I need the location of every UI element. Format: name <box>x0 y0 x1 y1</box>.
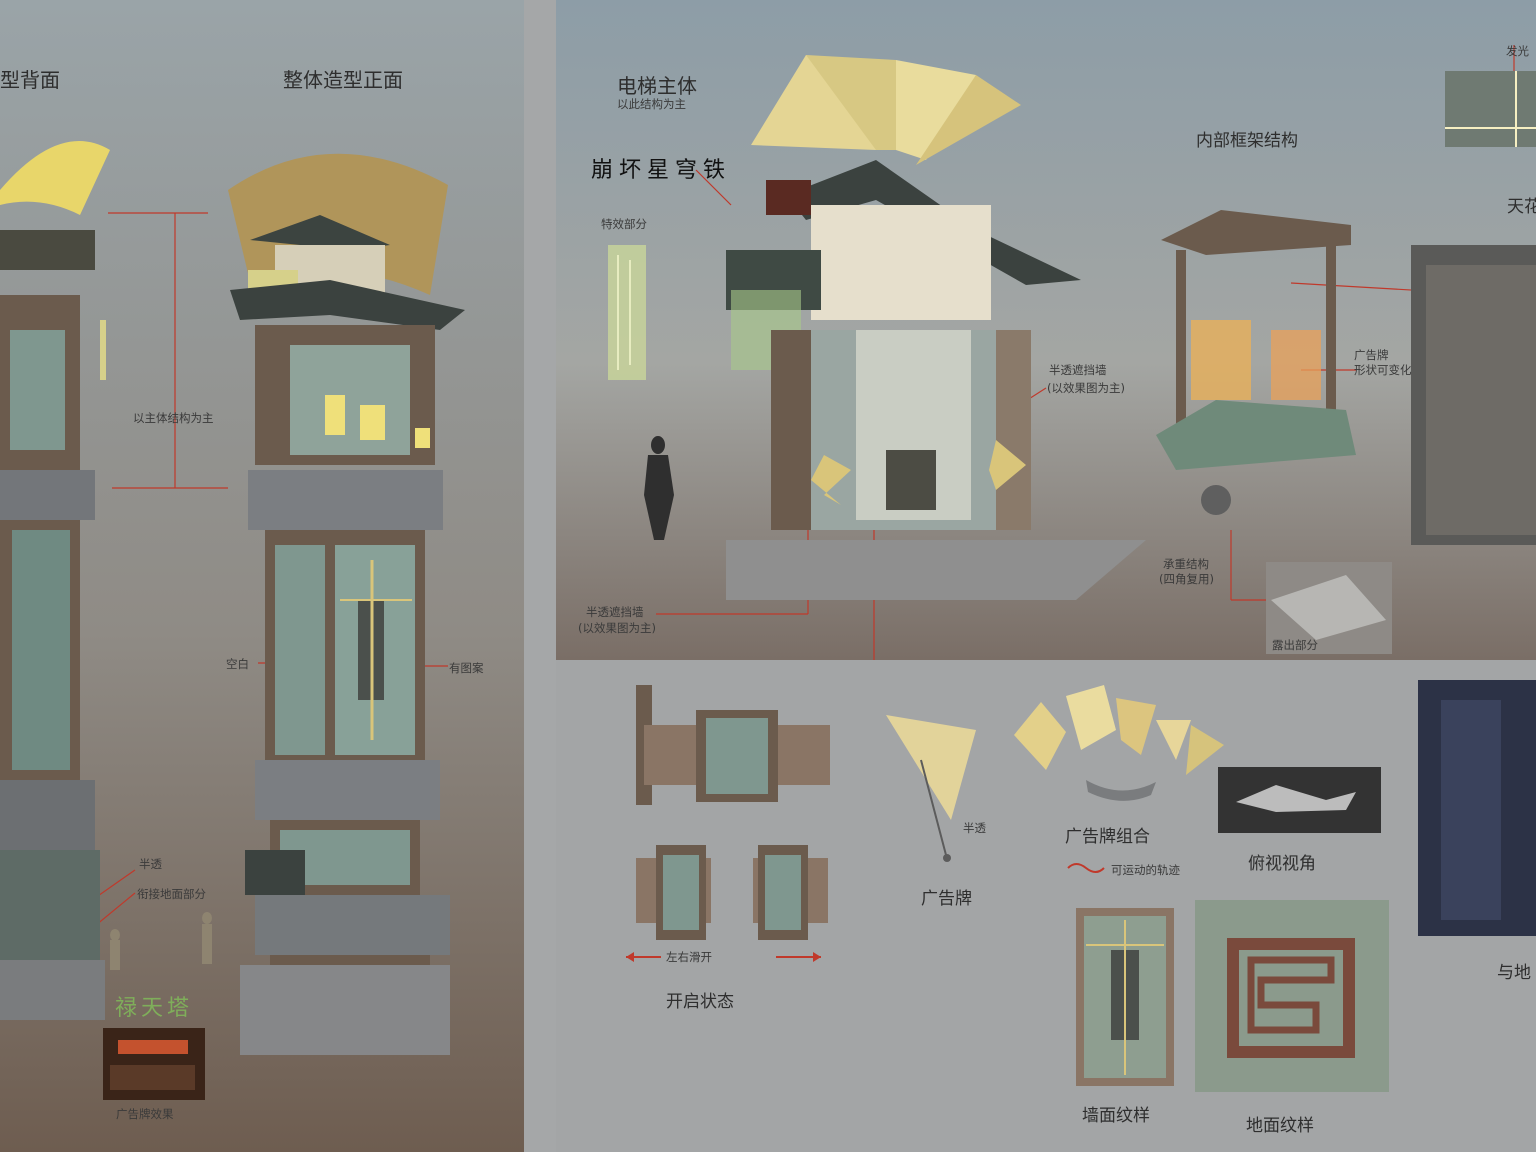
title-internal-frame: 内部框架结构 <box>1196 131 1298 151</box>
title-wall-pattern: 墙面纹样 <box>1082 1106 1150 1126</box>
note-semi-wall-1: 半透遮挡墙 <box>1049 363 1107 377</box>
door-assembly-drawing <box>636 685 830 805</box>
title-billboard: 广告牌 <box>921 889 972 909</box>
title-open-state: 开启状态 <box>666 992 734 1012</box>
tower-front-drawing <box>228 153 465 1055</box>
right-top-illustration <box>608 45 1536 660</box>
title-front-view: 整体造型正面 <box>283 68 403 92</box>
character-silhouette <box>644 436 674 540</box>
bottom-illustration <box>626 680 1536 1092</box>
elevator-main-drawing <box>726 55 1146 600</box>
wall-pattern-swatch <box>1076 908 1174 1086</box>
ceiling-drawing <box>1411 245 1536 545</box>
note-billboard: 广告牌 <box>1354 348 1389 362</box>
subtitle-elevator: 以此结构为主 <box>617 97 686 111</box>
bottom-panel: 开启状态 左右滑开 半透 广告牌 广告牌组合 可运动的轨迹 俯视视角 墙面纹样 … <box>556 660 1536 1152</box>
calligraphy-text: 崩坏星穹铁 <box>591 158 732 183</box>
title-with-ground: 与地 <box>1497 963 1531 983</box>
sign-text: 禄天塔 <box>115 996 194 1021</box>
title-billboard-combo: 广告牌组合 <box>1065 827 1150 847</box>
figure-silhouettes <box>110 912 212 970</box>
with-ground-thumbnail <box>1418 680 1536 936</box>
caption-billboard-effect: 广告牌效果 <box>116 1107 174 1121</box>
billboard-single-drawing <box>886 715 976 862</box>
note-bearing-sub: (四角复用) <box>1159 572 1214 586</box>
note-effects: 特效部分 <box>601 217 647 231</box>
left-illustration <box>0 141 465 1100</box>
note-semi-transparent: 半透 <box>139 857 162 871</box>
note-slide: 左右滑开 <box>666 950 712 964</box>
glow-thumbnail <box>1445 71 1536 147</box>
note-exposed: 露出部分 <box>1272 638 1318 652</box>
tower-back-drawing <box>0 141 110 1020</box>
panel-divider <box>524 0 556 1152</box>
note-semi-wall-1-sub: (以效果图为主) <box>1047 381 1125 395</box>
left-panel: 型背面 整体造型正面 以主体结构为主 空白 有图案 半透 衔接地面部分 禄天塔 … <box>0 0 524 1152</box>
internal-frame-drawing <box>1156 210 1356 515</box>
note-semi-billboard: 半透 <box>963 821 986 835</box>
exposed-part-thumbnail <box>1266 562 1392 654</box>
note-semi-wall-2: 半透遮挡墙 <box>586 605 644 619</box>
note-main-structure: 以主体结构为主 <box>133 411 214 425</box>
title-top-view: 俯视视角 <box>1248 854 1316 874</box>
note-pattern: 有图案 <box>449 661 484 675</box>
title-elevator-main: 电梯主体 <box>617 74 697 98</box>
billboard-combo-drawing <box>1014 685 1224 873</box>
effects-strip <box>608 245 646 380</box>
top-view-thumbnail <box>1218 767 1381 833</box>
note-billboard-shape: 形状可变化 <box>1354 363 1412 377</box>
note-semi-wall-2-sub: (以效果图为主) <box>578 621 656 635</box>
note-motion-track: 可运动的轨迹 <box>1111 863 1180 877</box>
billboard-effect-thumbnail <box>103 1028 205 1100</box>
title-back-view: 型背面 <box>0 68 60 92</box>
right-top-panel: 电梯主体 以此结构为主 崩坏星穹铁 特效部分 半透遮挡墙 (以效果图为主) 半透… <box>556 0 1536 660</box>
note-glow: 发光 <box>1506 44 1529 58</box>
title-ceiling: 天花 <box>1507 197 1536 217</box>
floor-pattern-swatch <box>1195 900 1389 1092</box>
note-bearing: 承重结构 <box>1163 557 1209 571</box>
note-ground-connection: 衔接地面部分 <box>137 887 206 901</box>
open-state-doors <box>626 845 828 962</box>
note-blank: 空白 <box>226 657 249 671</box>
title-floor-pattern: 地面纹样 <box>1246 1116 1314 1136</box>
